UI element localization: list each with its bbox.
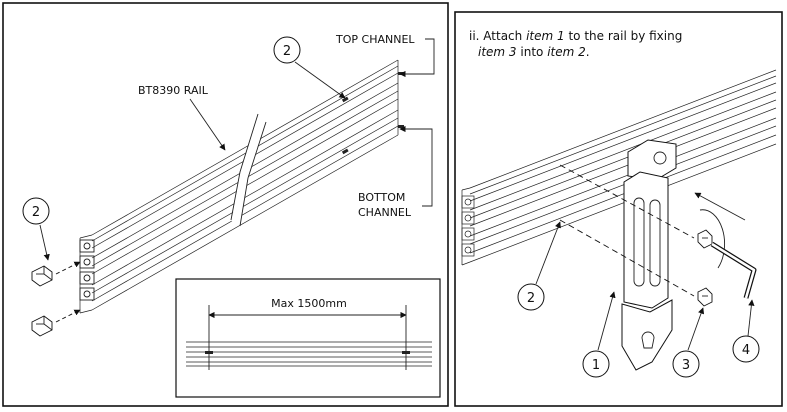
spacing-inset: Max 1500mm [175, 278, 441, 398]
right-panel: ii. Attach item 1 to the rail by fixing … [454, 11, 783, 407]
screw-upper [697, 229, 713, 249]
svg-text:1: 1 [592, 358, 600, 373]
right-panel-frame [454, 11, 783, 407]
left-panel-frame [2, 2, 449, 407]
max-spacing-label: Max 1500mm [271, 297, 347, 310]
rotation-arc [699, 209, 726, 269]
screw-lower [697, 287, 713, 307]
mounting-bracket [621, 139, 677, 371]
callout-2: 2 [517, 221, 561, 311]
left-panel: TOP CHANNEL 2 BT8390 RAIL BOTTOM CHANNEL… [2, 2, 449, 407]
top-channel-bracket [406, 38, 435, 75]
svg-text:3: 3 [682, 358, 690, 373]
bottom-channel-label-2: CHANNEL [358, 206, 412, 219]
t-nut-upper [31, 261, 81, 287]
instruction-line-2: item 3 into item 2. [478, 45, 590, 59]
bottom-channel-bracket [406, 128, 433, 207]
t-nut-lower [31, 309, 81, 337]
rail-drawing-right [461, 69, 777, 266]
bottom-channel-label: BOTTOM [358, 191, 405, 204]
callout-item-2-side: 2 [22, 197, 50, 261]
bt8390-rail-drawing [79, 59, 404, 314]
direction-arrow [694, 192, 746, 221]
callout-4: 4 [732, 299, 760, 363]
svg-text:4: 4 [742, 343, 750, 358]
rail-label: BT8390 RAIL [138, 84, 209, 97]
instruction-line-1: ii. Attach item 1 to the rail by fixing [469, 29, 682, 43]
top-channel-label: TOP CHANNEL [335, 33, 415, 46]
rail-leader [189, 98, 226, 151]
callout-3: 3 [672, 307, 705, 378]
svg-text:2: 2 [527, 291, 535, 306]
svg-text:2: 2 [283, 44, 291, 59]
callout-item-2-top: 2 [273, 36, 346, 99]
callout-1: 1 [582, 291, 616, 378]
svg-text:2: 2 [32, 205, 40, 220]
